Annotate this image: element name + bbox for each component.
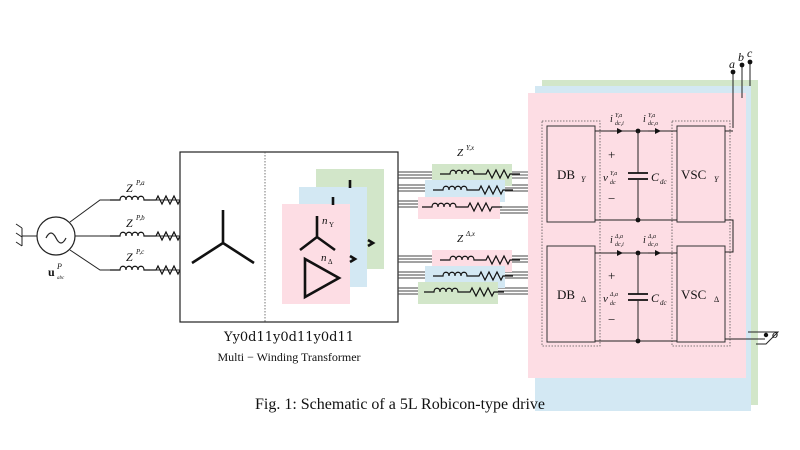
- svg-text:Z: Z: [126, 181, 133, 195]
- svg-text:i: i: [643, 235, 646, 246]
- cell-card-pink: [528, 93, 746, 378]
- svg-text:+: +: [608, 268, 615, 283]
- svg-text:Δ,a: Δ,a: [614, 234, 623, 240]
- svg-text:Y: Y: [329, 221, 334, 229]
- svg-text:i: i: [610, 114, 613, 125]
- svg-text:Z: Z: [126, 216, 133, 230]
- svg-text:Y: Y: [714, 175, 720, 184]
- svg-text:−: −: [608, 191, 615, 206]
- svg-text:Z: Z: [457, 233, 464, 245]
- svg-text:dc: dc: [610, 180, 616, 186]
- primary-impedance-a: Z P,a: [109, 179, 191, 205]
- transformer-name-label: Multi − Winding Transformer: [217, 350, 360, 364]
- svg-text:v: v: [603, 172, 608, 184]
- svg-text:dc,o: dc,o: [648, 121, 658, 127]
- secondary-impedances-delta: Z Δ,x: [398, 230, 547, 304]
- svg-text:Y: Y: [581, 175, 587, 184]
- svg-text:v: v: [603, 293, 608, 305]
- svg-text:n: n: [321, 252, 327, 264]
- svg-text:Δ,a: Δ,a: [647, 234, 656, 240]
- svg-text:dc,i: dc,i: [615, 121, 624, 127]
- svg-text:abc: abc: [57, 276, 65, 281]
- svg-text:dc: dc: [610, 301, 616, 307]
- svg-text:i: i: [643, 114, 646, 125]
- svg-text:C: C: [651, 291, 660, 305]
- svg-text:P,c: P,c: [135, 248, 145, 256]
- output-a-label: a: [729, 57, 735, 71]
- source-label: u: [48, 265, 55, 279]
- vector-group-label: Yy0d11y0d11y0d11: [223, 330, 354, 345]
- svg-text:n: n: [322, 215, 328, 227]
- multi-winding-transformer: n Y n Δ Yy0d11y0d11y0d11 Multi − Winding…: [179, 151, 399, 364]
- svg-text:dc,i: dc,i: [615, 242, 624, 248]
- primary-impedance-c: Z P,c: [109, 248, 191, 275]
- svg-text:Z: Z: [457, 147, 464, 159]
- output-b-label: b: [738, 50, 744, 64]
- figure-caption: Fig. 1: Schematic of a 5L Robicon-type d…: [254, 396, 545, 413]
- svg-text:DB: DB: [557, 287, 575, 302]
- ground-icon: [15, 223, 23, 247]
- neutral-label: o: [772, 327, 778, 341]
- svg-text:Y,a: Y,a: [648, 113, 655, 119]
- svg-text:P,a: P,a: [135, 179, 145, 187]
- secondary-impedances-wye: Z Y,x: [398, 144, 547, 219]
- ac-source: u P abc: [15, 199, 110, 281]
- svg-text:dc: dc: [660, 178, 668, 186]
- primary-impedance-b: Z P,b: [109, 214, 191, 241]
- svg-text:VSC: VSC: [681, 287, 706, 302]
- svg-text:+: +: [608, 147, 615, 162]
- svg-text:Δ: Δ: [714, 295, 719, 304]
- vsc-delta: [676, 245, 726, 343]
- power-cell-stack: a b c DB Y DB Δ VSC Y VSC Δ i Y,a d: [528, 46, 780, 411]
- svg-text:Δ,a: Δ,a: [609, 292, 618, 298]
- svg-text:dc,o: dc,o: [648, 242, 658, 248]
- vsc-y: [676, 125, 726, 223]
- svg-text:P,b: P,b: [135, 214, 145, 222]
- svg-text:Δ,x: Δ,x: [465, 230, 476, 238]
- svg-text:P: P: [56, 262, 62, 271]
- diode-bridge-y: [546, 125, 596, 223]
- svg-text:Δ: Δ: [581, 295, 586, 304]
- svg-text:Y,x: Y,x: [466, 144, 475, 152]
- svg-text:Δ: Δ: [328, 258, 333, 266]
- neutral-star-icon: [748, 331, 780, 345]
- svg-text:i: i: [610, 235, 613, 246]
- wye-primary-icon: [191, 210, 255, 265]
- wye-secondary-icon: [299, 216, 336, 252]
- svg-text:VSC: VSC: [681, 167, 706, 182]
- svg-text:Y,a: Y,a: [610, 171, 617, 177]
- svg-text:dc: dc: [660, 299, 668, 307]
- delta-secondary-icon: [303, 256, 342, 300]
- svg-text:DB: DB: [557, 167, 575, 182]
- svg-text:C: C: [651, 170, 660, 184]
- diode-bridge-delta: [546, 245, 596, 343]
- svg-text:Z: Z: [126, 250, 133, 264]
- svg-text:−: −: [608, 312, 615, 327]
- sine-icon: [45, 232, 67, 244]
- output-c-label: c: [747, 46, 753, 60]
- svg-text:Y,a: Y,a: [615, 113, 622, 119]
